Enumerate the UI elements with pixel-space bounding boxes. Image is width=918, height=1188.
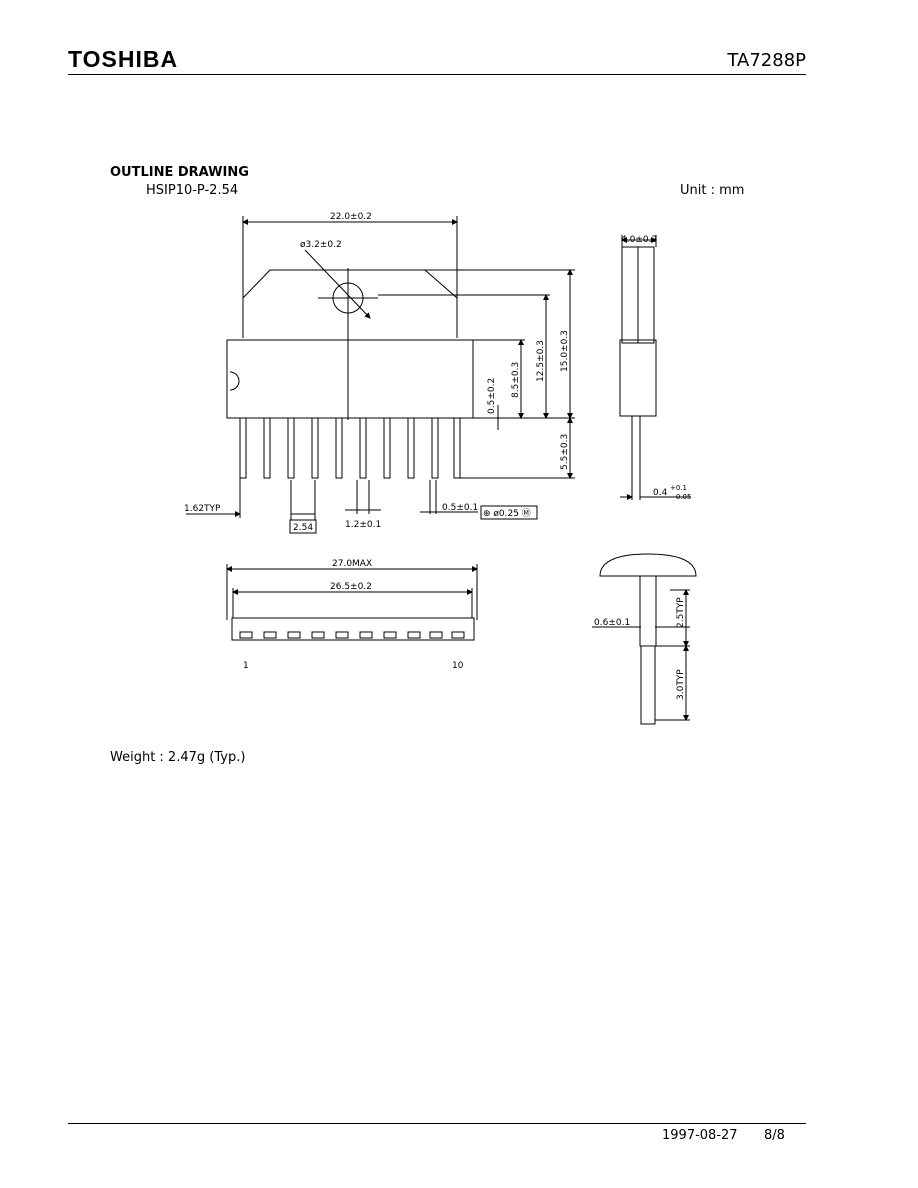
dim-position-tolerance: ⊕ ø0.25 Ⓜ xyxy=(483,508,531,519)
package-body xyxy=(226,339,474,419)
brand-logo: TOSHIBA xyxy=(68,46,179,72)
footer-date: 1997-08-27 xyxy=(662,1128,738,1143)
dim-lead-5-5: 5.5±0.3 xyxy=(560,434,570,470)
pin-pads xyxy=(239,631,465,639)
end-view-cap xyxy=(599,553,697,577)
dim-typ-3-0: 3.0TYP xyxy=(676,669,686,700)
package-code: HSIP10-P-2.54 xyxy=(146,183,239,198)
dim-lead-tip: 0.5±0.1 xyxy=(442,503,478,513)
dim-lead-thickness-minus: −0.05 xyxy=(670,493,691,501)
page-number: 8/8 xyxy=(764,1128,785,1143)
unit-label: Unit : mm xyxy=(680,183,745,198)
weight-note: Weight : 2.47g (Typ.) xyxy=(110,750,246,765)
dim-height-8-5: 8.5±0.3 xyxy=(511,362,521,398)
pin-label-last: 10 xyxy=(452,661,464,671)
dim-height-15: 15.0±0.3 xyxy=(560,330,570,372)
dim-hole-diameter: ø3.2±0.2 xyxy=(300,240,342,250)
heatsink-tab xyxy=(242,269,458,338)
side-body xyxy=(619,339,657,417)
dim-overall-width: 22.0±0.2 xyxy=(330,212,372,222)
section-title: OUTLINE DRAWING xyxy=(110,165,249,180)
dim-lead-thickness: 0.4 xyxy=(653,488,668,498)
footer-rule xyxy=(68,1123,806,1124)
dim-max-length: 27.0MAX xyxy=(332,559,372,569)
dim-lead-thickness-plus: +0.1 xyxy=(670,484,687,492)
dim-body-length: 26.5±0.2 xyxy=(330,582,372,592)
part-number: TA7288P xyxy=(727,50,806,71)
leads xyxy=(239,417,461,479)
dim-height-0-5: 0.5±0.2 xyxy=(487,378,497,414)
pin-label-first: 1 xyxy=(243,661,249,671)
dim-lead-0-6: 0.6±0.1 xyxy=(594,618,630,628)
dim-lead-width: 1.2±0.1 xyxy=(345,520,381,530)
dim-height-12-5: 12.5±0.3 xyxy=(536,340,546,382)
dim-side-thickness: 4.0±0.2 xyxy=(621,235,657,245)
dim-first-pitch: 1.62TYP xyxy=(184,504,221,514)
dim-typ-2-5: 2.5TYP xyxy=(676,597,686,628)
bottom-body xyxy=(231,617,475,641)
dim-pitch: 2.54 xyxy=(293,523,313,533)
header-rule xyxy=(68,74,806,75)
